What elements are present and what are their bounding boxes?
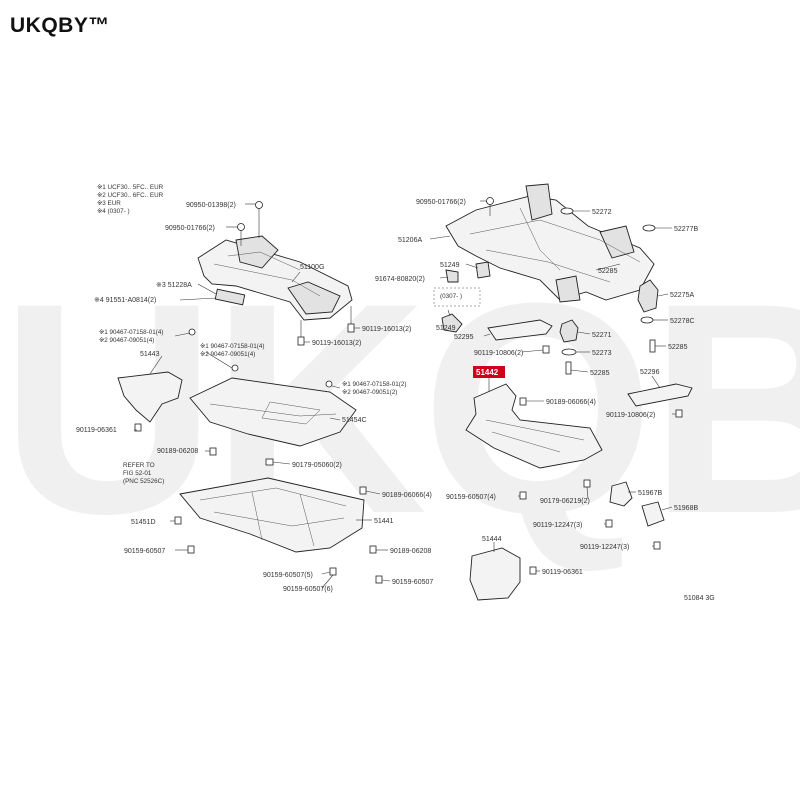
bracket-51967b bbox=[609, 481, 633, 507]
engine-cover-51454c bbox=[189, 377, 357, 447]
brand-title: UKQBY™ bbox=[10, 14, 110, 37]
label-90159-60507-a: 90159-60507 bbox=[124, 548, 165, 555]
label-52296: 52296 bbox=[640, 369, 660, 376]
front-crossmember-51100g bbox=[197, 235, 353, 321]
label-52277b: 52277B bbox=[674, 226, 698, 233]
label-52295: 52295 bbox=[454, 334, 474, 341]
label-90467-09051-a: ※2 90467-09051(4) bbox=[99, 337, 154, 344]
figure-code: 51084 3G bbox=[684, 595, 715, 602]
label-90467-07158-a: ※1 90467-07158-01(4) bbox=[99, 329, 163, 336]
label-r-90119-10806-b: 90119-10806(2) bbox=[606, 412, 655, 419]
side-shield-51443 bbox=[117, 371, 183, 423]
label-91674-80820: 91674-80820(2) bbox=[375, 276, 425, 283]
label-90179-05060: 90179-05060(2) bbox=[292, 462, 342, 469]
label-r-90950-01766: 90950-01766(2) bbox=[416, 199, 466, 206]
label-51454c: 51454C bbox=[342, 417, 367, 424]
label-90950-01398: 90950-01398(2) bbox=[186, 202, 236, 209]
label-90950-01766: 90950-01766(2) bbox=[165, 225, 215, 232]
note-2: ※2 UCF30.. 6FC.. EUR bbox=[97, 192, 164, 199]
label-r-90159-60507: 90159-60507(4) bbox=[446, 494, 496, 501]
label-90189-06208-b: 90189-06208 bbox=[390, 548, 431, 555]
label-51444: 51444 bbox=[482, 536, 502, 543]
label-r-90119-10806-a: 90119-10806(2) bbox=[474, 350, 523, 357]
label-51443: 51443 bbox=[140, 351, 160, 358]
label-51967b: 51967B bbox=[638, 490, 662, 497]
label-51249-a: 51249 bbox=[440, 262, 460, 269]
label-90467-07158-b: ※1 90467-07158-01(4) bbox=[200, 343, 264, 350]
label-51451d: 51451D bbox=[131, 519, 156, 526]
label-90119-16013-a: 90119-16013(2) bbox=[312, 340, 361, 347]
label-91551-a0814: ※4 91551-A0814(2) bbox=[94, 297, 156, 304]
label-90467-07158-c: ※1 90467-07158-01(2) bbox=[342, 381, 406, 388]
label-90159-60507-b: 90159-60507(5) bbox=[263, 572, 313, 579]
brace-52296 bbox=[627, 383, 693, 407]
label-52285-c: 52285 bbox=[590, 370, 610, 377]
rear-shield-51442 bbox=[465, 383, 603, 469]
highlight-label: 51442 bbox=[476, 368, 499, 377]
label-90467-09051-b: ※2 90467-09051(4) bbox=[200, 351, 255, 358]
label-r-90189-06066: 90189-06066(4) bbox=[546, 399, 596, 406]
note-4: ※4 (0307- ) bbox=[97, 208, 130, 215]
label-90119-12247-a: 90119-12247(3) bbox=[533, 522, 582, 529]
label-90119-06361: 90119-06361 bbox=[76, 427, 117, 434]
label-90189-06066-a: 90189-06066(4) bbox=[382, 492, 432, 499]
label-90119-12247-b: 90119-12247(3) bbox=[580, 544, 629, 551]
label-51228a: ※3 51228A bbox=[156, 282, 192, 289]
label-51968b: 51968B bbox=[674, 505, 698, 512]
note-3: ※3 EUR bbox=[97, 200, 121, 207]
label-52272: 52272 bbox=[592, 209, 612, 216]
label-52285-a: 52285 bbox=[598, 268, 618, 275]
bracket-51968b bbox=[641, 501, 665, 527]
label-52271: 52271 bbox=[592, 332, 612, 339]
highlight-51442[interactable]: 51442 bbox=[473, 366, 505, 378]
rear-crossmember-51206a bbox=[445, 183, 655, 303]
label-52273: 52273 bbox=[592, 350, 612, 357]
label-90467-09051-c: ※2 90467-09051(2) bbox=[342, 389, 397, 396]
label-90159-60507-c: 90159-60507 bbox=[392, 579, 433, 586]
label-90159-60507-d: 90159-60507(6) bbox=[283, 586, 333, 593]
label-0307: (0307- ) bbox=[440, 293, 462, 300]
note-1: ※1 UCF30.. 5FC.. EUR bbox=[97, 184, 164, 191]
label-52285-b: 52285 bbox=[668, 344, 688, 351]
label-51206a: 51206A bbox=[398, 237, 422, 244]
label-51441: 51441 bbox=[374, 518, 394, 525]
refer-line-3: (PNC 52526C) bbox=[123, 478, 164, 485]
highlight-box bbox=[473, 366, 505, 378]
refer-line-2: FIG 52-01 bbox=[123, 470, 152, 477]
under-cover-51441 bbox=[179, 477, 365, 553]
label-52278c: 52278C bbox=[670, 318, 695, 325]
label-52275a: 52275A bbox=[670, 292, 694, 299]
label-90189-06208-a: 90189-06208 bbox=[157, 448, 198, 455]
label-r-90119-06361: 90119-06361 bbox=[542, 569, 583, 576]
refer-line-1: REFER TO bbox=[123, 462, 155, 469]
label-90119-16013-b: 90119-16013(2) bbox=[362, 326, 411, 333]
label-51249-b: 51249 bbox=[436, 325, 456, 332]
side-shield-51444 bbox=[469, 547, 521, 601]
label-51100g: 51100G bbox=[300, 264, 324, 271]
label-90179-06219: 90179-06219(2) bbox=[540, 498, 590, 505]
notes-block: ※1 UCF30.. 5FC.. EUR ※2 UCF30.. 6FC.. EU… bbox=[97, 184, 164, 215]
